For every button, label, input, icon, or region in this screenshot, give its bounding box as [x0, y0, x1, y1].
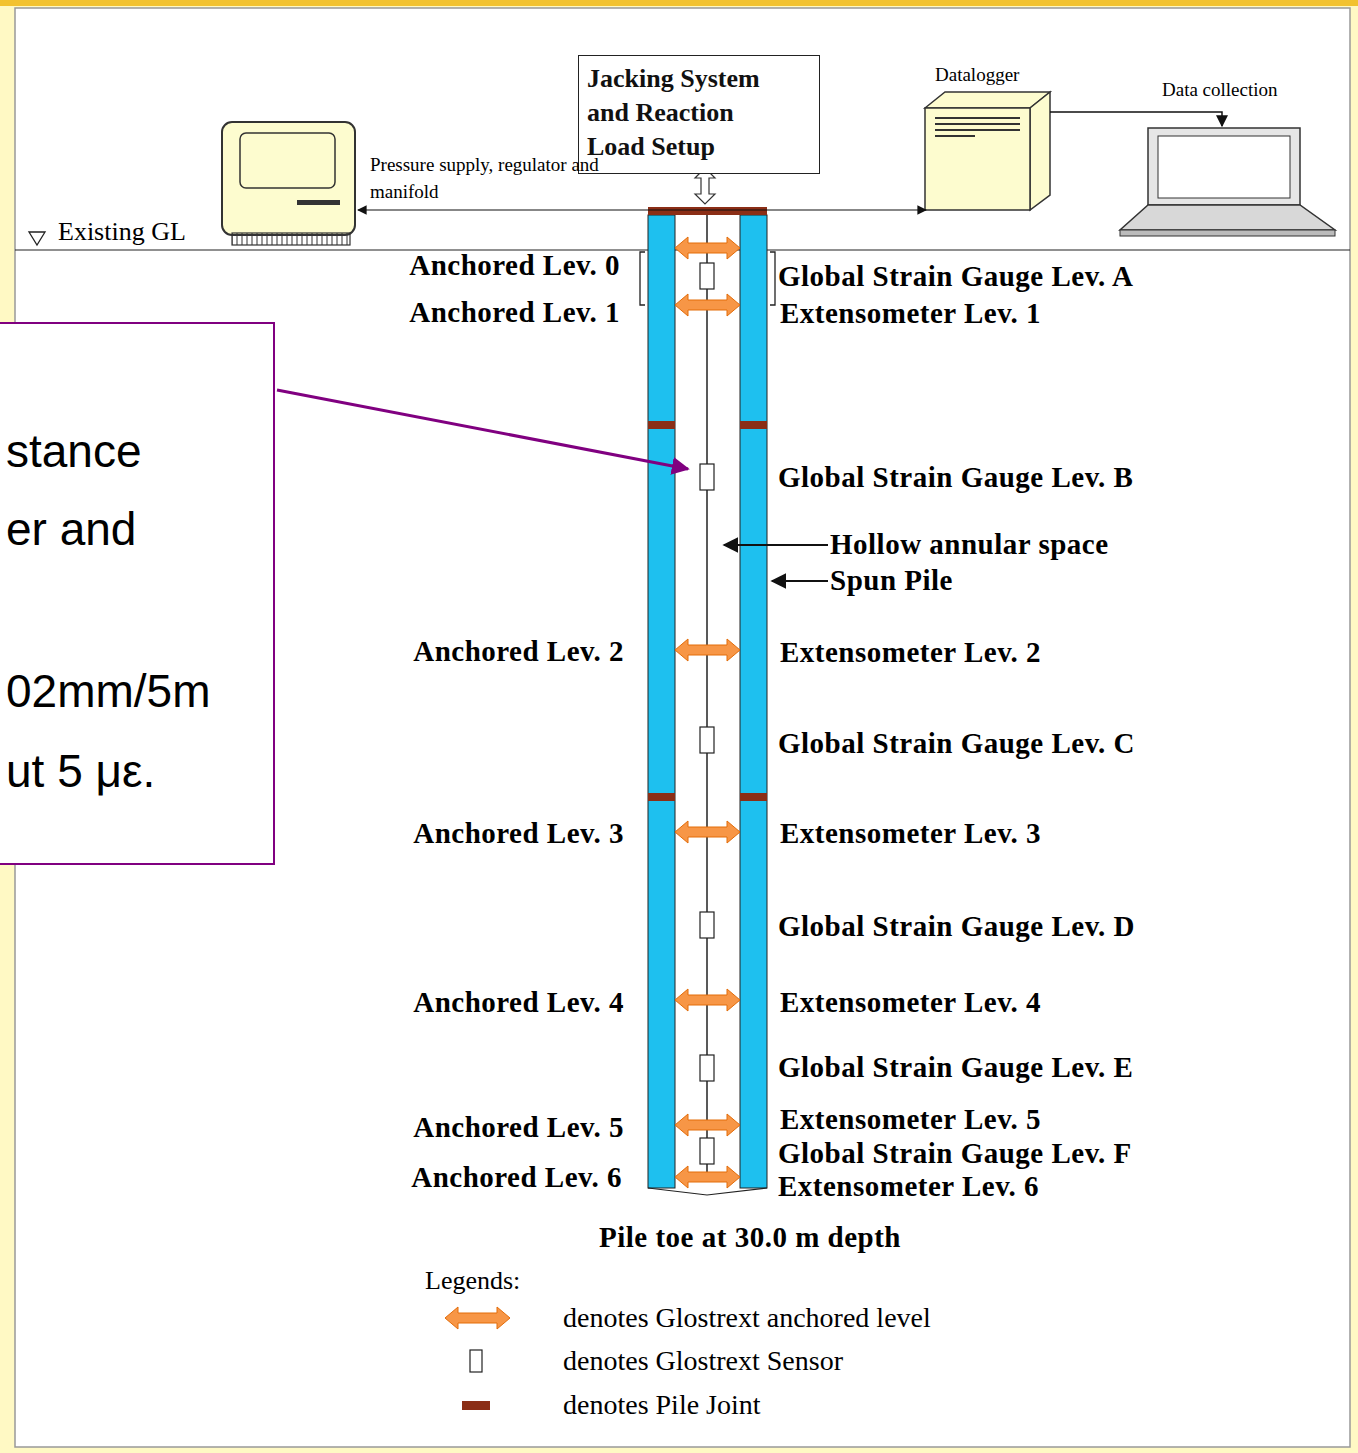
sensor — [700, 263, 714, 289]
gauge-label: Global Strain Gauge Lev. C — [778, 727, 1135, 759]
pile-toe — [648, 1188, 767, 1195]
callout-leader — [277, 390, 688, 469]
pointer-arrow — [772, 580, 828, 582]
level-label: Anchored Lev. 4 — [413, 986, 624, 1018]
level-label: Anchored Lev. 0 — [409, 249, 620, 281]
sensor — [700, 727, 714, 753]
gauge-label: Global Strain Gauge Lev. E — [778, 1051, 1133, 1083]
bracket — [770, 252, 775, 305]
anchor-arrow — [675, 237, 740, 259]
pile-joint — [740, 793, 767, 801]
node-text: er and — [6, 502, 136, 556]
unit-screen — [240, 133, 335, 188]
level-label: Anchored Lev. 5 — [413, 1111, 624, 1143]
pile-joint — [648, 421, 675, 429]
anchor-arrow — [675, 639, 740, 661]
extensometer-label: Extensometer Lev. 2 — [780, 636, 1041, 668]
data-line — [1050, 112, 1222, 126]
device-label: Datalogger — [935, 61, 1019, 88]
legend-text: denotes Pile Joint — [563, 1389, 761, 1421]
extensometer-label: Extensometer Lev. 6 — [778, 1170, 1039, 1202]
depth-note: Pile toe at 30.0 m depth — [599, 1221, 901, 1253]
ground-symbol — [29, 232, 45, 245]
anchor-arrow — [675, 1166, 740, 1188]
node-text: 02mm/5m — [6, 664, 210, 718]
gauge-label: Global Strain Gauge Lev. D — [778, 910, 1135, 942]
legend-text: denotes Glostrext Sensor — [563, 1345, 843, 1377]
unit-base — [232, 233, 350, 245]
extensometer-label: Extensometer Lev. 4 — [780, 986, 1041, 1018]
label-box: Jacking System and Reaction Load Setup — [578, 55, 820, 174]
bracket — [640, 252, 645, 305]
sensor — [700, 1055, 714, 1081]
anchor-arrow — [675, 294, 740, 316]
logger-vents — [935, 118, 1020, 136]
laptop-screen — [1148, 128, 1300, 205]
sensor — [700, 464, 714, 490]
gauge-label: Global Strain Gauge Lev. B — [778, 461, 1133, 493]
gauge-label: Global Strain Gauge Lev. A — [778, 260, 1133, 292]
sensor — [700, 1138, 714, 1164]
level-label: Anchored Lev. 2 — [413, 635, 624, 667]
node-text: stance — [6, 424, 142, 478]
pile-joint — [740, 421, 767, 429]
level-label: Anchored Lev. 3 — [413, 817, 624, 849]
logger-top — [925, 92, 1050, 108]
legend-text: denotes Glostrext anchored level — [563, 1302, 931, 1334]
extensometer-label: Extensometer Lev. 1 — [780, 297, 1041, 329]
anchor-arrow — [675, 821, 740, 843]
supply-line — [358, 209, 926, 210]
pile-wall — [648, 215, 675, 1188]
laptop-edge — [1120, 230, 1335, 236]
laptop-base — [1120, 205, 1335, 230]
logger-front — [925, 108, 1030, 210]
unit-slot — [297, 200, 340, 205]
level-label: Anchored Lev. 1 — [409, 296, 620, 328]
callout-box: stance er and 02mm/5m ut 5 με. — [0, 322, 275, 865]
sensor — [700, 912, 714, 938]
sensor-string — [706, 215, 708, 1178]
ground-label: Existing GL — [58, 217, 186, 247]
laptop-display — [1158, 136, 1290, 198]
unit-label: Pressure supply, regulator and manifold — [370, 151, 610, 205]
node-text: Jacking System and Reaction Load Setup — [587, 62, 792, 164]
extensometer-label: Extensometer Lev. 3 — [780, 817, 1041, 849]
legend-swatch — [462, 1401, 490, 1410]
anchor-sample — [445, 1307, 510, 1329]
pile-joint — [648, 793, 675, 801]
anchor-arrow — [675, 1114, 740, 1136]
top-band — [0, 0, 1358, 6]
anchor-arrow — [675, 989, 740, 1011]
legend-heading: Legends: — [425, 1266, 520, 1296]
pile-wall — [740, 215, 767, 1188]
device-label: Data collection — [1162, 76, 1278, 103]
node-text: ut 5 με. — [6, 744, 155, 798]
sensor-sample — [470, 1350, 482, 1372]
part-label: Spun Pile — [830, 564, 953, 596]
pile-cap — [648, 207, 767, 215]
gauge-label: Global Strain Gauge Lev. F — [778, 1137, 1132, 1169]
part-label: Hollow annular space — [830, 528, 1109, 560]
logger-side — [1030, 92, 1050, 210]
pressure-unit — [222, 122, 355, 235]
pointer-arrow — [724, 544, 828, 546]
level-label: Anchored Lev. 6 — [411, 1161, 622, 1193]
extensometer-label: Extensometer Lev. 5 — [780, 1103, 1041, 1135]
